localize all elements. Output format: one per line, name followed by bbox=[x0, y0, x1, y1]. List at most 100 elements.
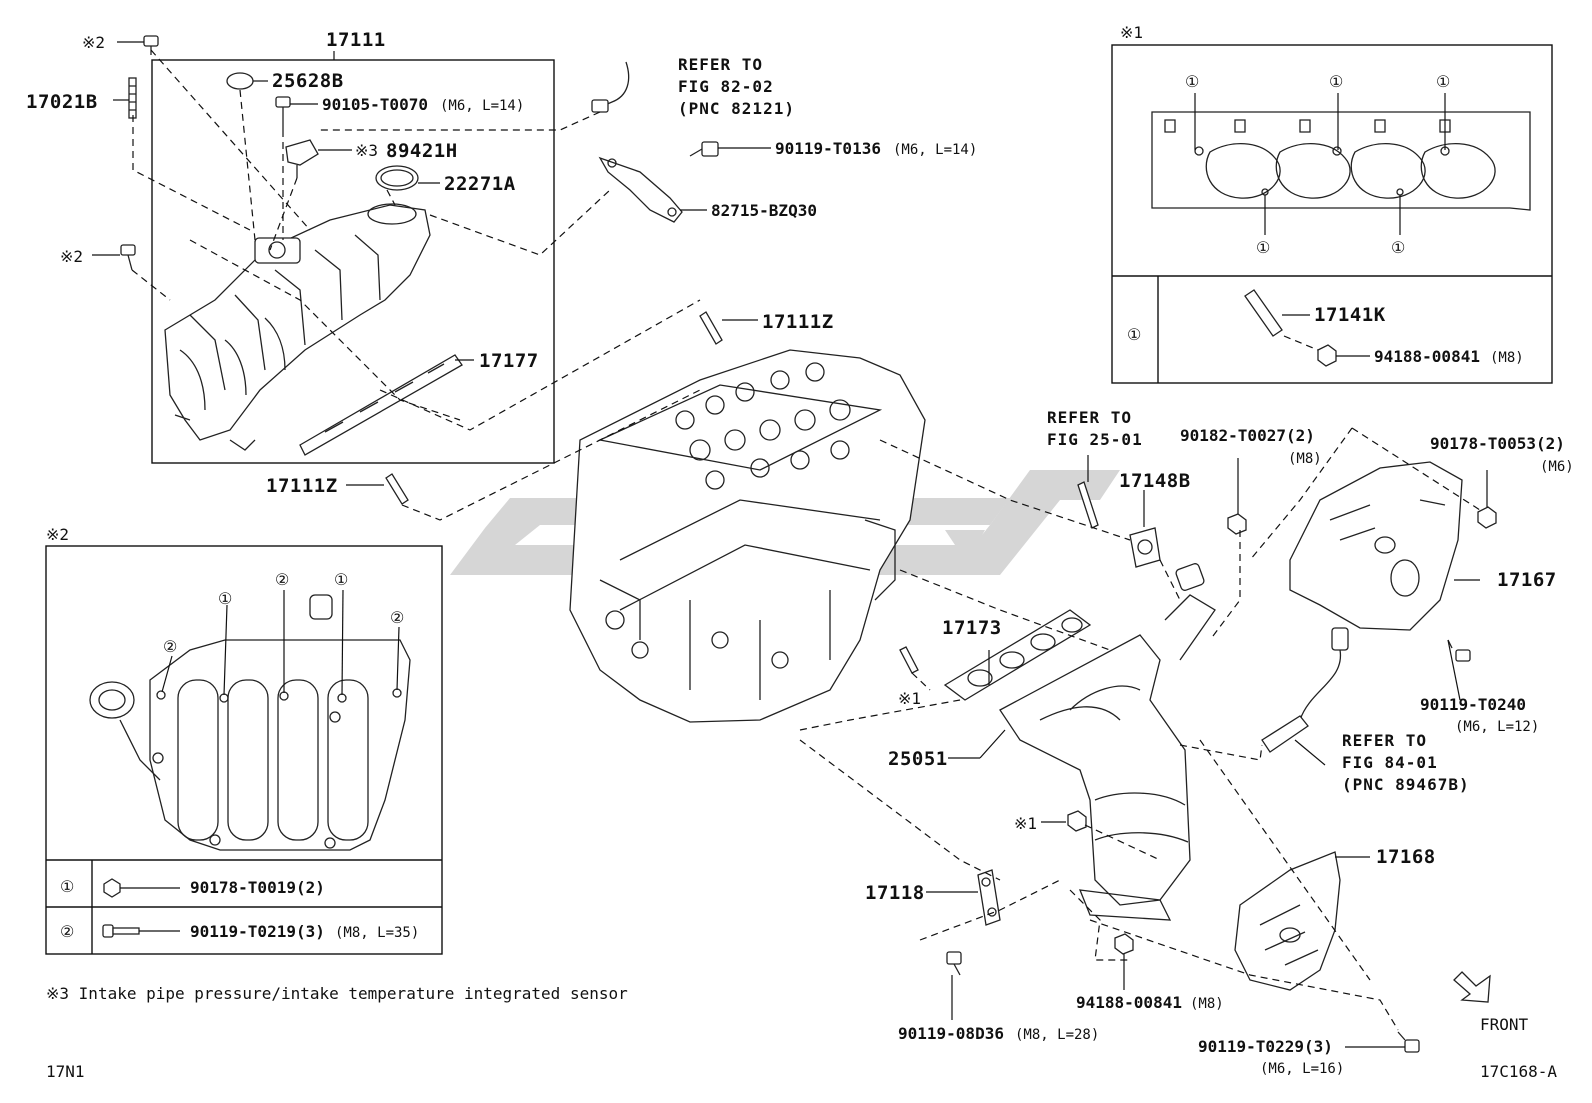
mark1-box: ※1 bbox=[1120, 23, 1143, 42]
gasket-17148B bbox=[1129, 527, 1161, 568]
footnote: ※3 Intake pipe pressure/intake temperatu… bbox=[46, 984, 628, 1003]
label-17141K: 17141K bbox=[1314, 304, 1386, 326]
label-17118: 17118 bbox=[865, 882, 925, 904]
bolt-icon-row2 bbox=[102, 924, 140, 938]
label-25628B: 25628B bbox=[272, 70, 344, 92]
stud-17111Z-upper bbox=[699, 311, 723, 345]
stud-ref25 bbox=[1077, 481, 1099, 529]
circ2-box2-a: ② bbox=[275, 570, 289, 589]
heat-insulator-17167 bbox=[1289, 461, 1463, 631]
leader-lines bbox=[92, 41, 1488, 1048]
spec-90182-T0027: (M8) bbox=[1288, 451, 1322, 467]
label-82715-BZQ30: 82715-BZQ30 bbox=[711, 201, 817, 220]
label-89421H: 89421H bbox=[386, 140, 458, 162]
label-90182-T0027: 90182-T0027(2) bbox=[1180, 426, 1315, 445]
ref84-line3: (PNC 89467B) bbox=[1342, 775, 1470, 794]
mark1-stud: ※1 bbox=[898, 689, 921, 708]
label-90178-T0053: 90178-T0053(2) bbox=[1430, 434, 1565, 453]
oxygen-sensor bbox=[1261, 627, 1349, 753]
stud-17111Z-lower bbox=[385, 473, 409, 505]
exhaust-gasket-17173 bbox=[943, 609, 1092, 701]
spec-90119-T0219: (M8, L=35) bbox=[335, 925, 419, 941]
label-22271A: 22271A bbox=[444, 173, 516, 195]
stud-mark1 bbox=[899, 646, 919, 674]
label-90119-T0136: 90119-T0136 bbox=[775, 139, 881, 158]
stud-17141K bbox=[1244, 289, 1283, 337]
nut-94188-lower bbox=[1114, 933, 1134, 955]
spec-90119-08D36: (M8, L=28) bbox=[1015, 1027, 1099, 1043]
ref82-line3: (PNC 82121) bbox=[678, 99, 795, 118]
circ2-box2-c: ② bbox=[390, 608, 404, 627]
intake-manifold-drawing bbox=[164, 72, 463, 456]
spec-90119-T0240: (M6, L=12) bbox=[1455, 719, 1539, 735]
bolt-90119-T0229 bbox=[1397, 1031, 1420, 1053]
nut-icon-row1 bbox=[103, 878, 121, 898]
label-17111Z-upper: 17111Z bbox=[762, 311, 834, 333]
stud-17021B bbox=[128, 77, 137, 119]
circ1-row-label: ① bbox=[60, 877, 74, 896]
circ1-row: ① bbox=[1127, 325, 1141, 344]
ref84-line2: FIG 84-01 bbox=[1342, 753, 1438, 772]
circ2-row-label: ② bbox=[60, 922, 74, 941]
spec-90119-T0229: (M6, L=16) bbox=[1260, 1061, 1344, 1077]
corner-right-code: 17C168-A bbox=[1480, 1062, 1557, 1081]
spec-90178-T0053: (M6) bbox=[1540, 459, 1574, 475]
front-label: FRONT bbox=[1480, 1015, 1529, 1034]
label-17111: 17111 bbox=[326, 29, 386, 51]
nut-94188-box bbox=[1317, 344, 1337, 367]
hose-and-bracket bbox=[591, 61, 719, 223]
label-17167: 17167 bbox=[1497, 569, 1557, 591]
bolt-mark2-mid bbox=[120, 244, 136, 271]
label-90119-08D36: 90119-08D36 bbox=[898, 1024, 1004, 1043]
circ1-box2-b: ① bbox=[334, 570, 348, 589]
label-17168: 17168 bbox=[1376, 846, 1436, 868]
mark1-nut: ※1 bbox=[1014, 814, 1037, 833]
label-25051: 25051 bbox=[888, 748, 948, 770]
circ1-a: ① bbox=[1185, 72, 1199, 91]
label-90119-T0229: 90119-T0229(3) bbox=[1198, 1037, 1333, 1056]
circ1-b: ① bbox=[1329, 72, 1343, 91]
stay-17118 bbox=[977, 869, 1001, 926]
label-90119-T0240: 90119-T0240 bbox=[1420, 695, 1526, 714]
circ1-box2-a: ① bbox=[218, 589, 232, 608]
label-94188-00841-lower: 94188-00841 bbox=[1076, 993, 1182, 1012]
mark2-box: ※2 bbox=[46, 525, 69, 544]
label-90178-T0019: 90178-T0019(2) bbox=[190, 878, 325, 897]
ref84-line1: REFER TO bbox=[1342, 731, 1427, 750]
circ2-box2-b: ② bbox=[163, 637, 177, 656]
circ1-c: ① bbox=[1436, 72, 1450, 91]
circ1-d: ① bbox=[1256, 238, 1270, 257]
front-arrow-icon bbox=[1453, 971, 1491, 1003]
assembly-dashed-lines bbox=[131, 49, 1481, 1031]
detail-box-2 bbox=[45, 545, 443, 955]
label-17111Z-lower: 17111Z bbox=[266, 475, 338, 497]
intake-manifold-box bbox=[151, 59, 555, 464]
label-17173: 17173 bbox=[942, 617, 1002, 639]
intake-manifold-front-view bbox=[89, 594, 411, 851]
nut-90178-T0053 bbox=[1477, 506, 1497, 529]
spec-90119-T0136: (M6, L=14) bbox=[893, 142, 977, 158]
ref82-line2: FIG 82-02 bbox=[678, 77, 774, 96]
label-17148B: 17148B bbox=[1119, 470, 1191, 492]
mark3: ※3 bbox=[355, 141, 378, 160]
bolt-mark2-top bbox=[143, 35, 159, 55]
ref25-line2: FIG 25-01 bbox=[1047, 430, 1143, 449]
spec-94188-00841-box: (M8) bbox=[1490, 350, 1524, 366]
bolt-90119-T0240 bbox=[1447, 639, 1471, 662]
label-90119-T0219: 90119-T0219(3) bbox=[190, 922, 325, 941]
spec-90105-T0070: (M6, L=14) bbox=[440, 98, 524, 114]
nut-mark1 bbox=[1067, 810, 1087, 832]
ref25-line1: REFER TO bbox=[1047, 408, 1132, 427]
ref82-line1: REFER TO bbox=[678, 55, 763, 74]
label-17177: 17177 bbox=[479, 350, 539, 372]
label-94188-00841-box: 94188-00841 bbox=[1374, 347, 1480, 366]
label-17021B: 17021B bbox=[26, 91, 98, 113]
exhaust-manifold-25051 bbox=[999, 563, 1216, 921]
mark2-mid: ※2 bbox=[60, 247, 83, 266]
corner-left-code: 17N1 bbox=[46, 1062, 85, 1081]
heat-insulator-17168 bbox=[1234, 851, 1341, 991]
spec-94188-00841-lower: (M8) bbox=[1190, 996, 1224, 1012]
label-90105-T0070: 90105-T0070 bbox=[322, 95, 428, 114]
